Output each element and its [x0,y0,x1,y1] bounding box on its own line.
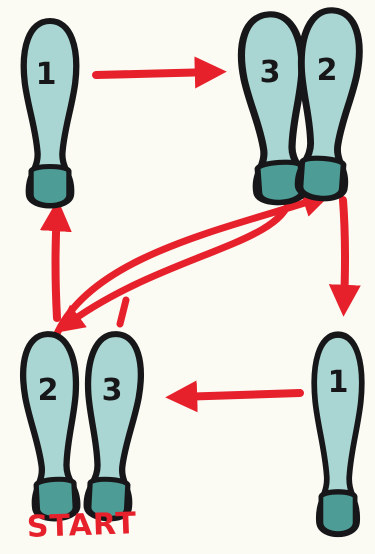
arrow-down-right [343,200,345,304]
start-label: START [21,506,142,545]
step-number: 3 [260,55,281,90]
arrow-up-middle-tail [120,300,126,324]
footprint-right-2: 2 [292,8,362,200]
step-number: 3 [102,373,123,408]
step-number: 1 [36,57,57,92]
footprint-right-1: 1 [314,335,362,534]
step-number: 2 [38,373,59,408]
step-number: 2 [317,53,338,88]
footprint-start-2: 2 [21,333,83,520]
arrow-left-bottom [178,393,300,397]
footprint-start-3: 3 [81,333,143,520]
footprint-left-1: 1 [24,21,77,206]
arrow-right-top [96,72,214,75]
arrow-up-left [56,212,58,318]
step-number: 1 [328,365,349,400]
